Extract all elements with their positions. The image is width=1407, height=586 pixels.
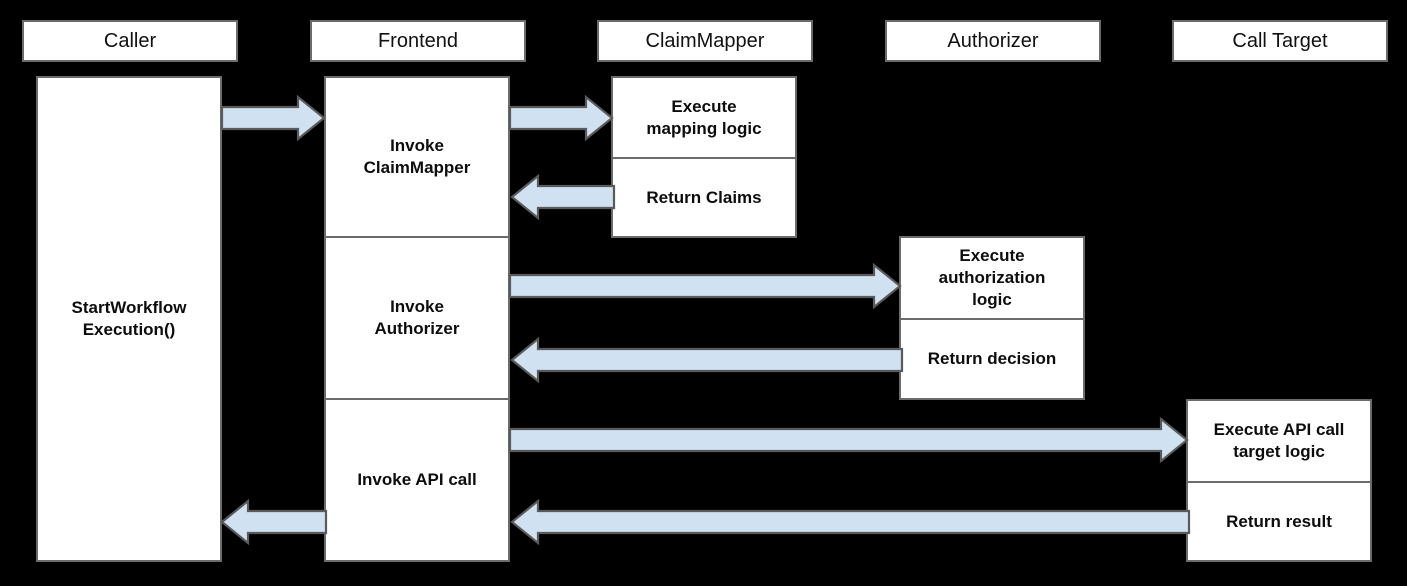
lifeline-header-claimmapper: ClaimMapper bbox=[597, 20, 813, 62]
activation-calltarget-return-result-label: Return result bbox=[1226, 511, 1332, 531]
activation-authorizer-return-decision: Return decision bbox=[901, 318, 1083, 398]
lifeline-header-caller-label: Caller bbox=[103, 29, 157, 52]
lifeline-header-claimmapper-label: ClaimMapper bbox=[645, 29, 765, 52]
lifeline-header-caller: Caller bbox=[22, 20, 238, 62]
lifeline-header-frontend: Frontend bbox=[310, 20, 526, 62]
lifeline-header-calltarget-label: Call Target bbox=[1232, 29, 1328, 52]
activation-calltarget-return-result: Return result bbox=[1188, 481, 1370, 560]
activation-authorizer-return-decision-label: Return decision bbox=[927, 349, 1057, 369]
message-arrow-authorizer-to-frontend bbox=[510, 336, 904, 384]
message-arrow-frontend-to-authorizer bbox=[508, 262, 902, 310]
lifeline-header-calltarget: Call Target bbox=[1172, 20, 1388, 62]
activation-frontend-invoke-api-call-label: Invoke API call bbox=[357, 470, 477, 490]
activation-frontend-invoke-api-call: Invoke API call bbox=[326, 398, 508, 560]
activation-claimmapper-return-claims-label: Return Claims bbox=[646, 187, 762, 207]
lifeline-header-authorizer-label: Authorizer bbox=[947, 29, 1039, 52]
lifeline-header-authorizer: Authorizer bbox=[885, 20, 1101, 62]
message-arrow-calltarget-to-frontend bbox=[510, 498, 1191, 546]
message-arrow-caller-to-frontend bbox=[220, 94, 326, 142]
message-arrow-frontend-to-claimmapper bbox=[508, 94, 614, 142]
message-arrow-claimmapper-to-frontend bbox=[510, 173, 616, 221]
activation-claimmapper-return-claims: Return Claims bbox=[613, 157, 795, 236]
message-arrow-frontend-to-caller bbox=[220, 498, 328, 546]
lifeline-header-frontend-label: Frontend bbox=[377, 29, 459, 52]
message-arrow-frontend-to-calltarget bbox=[508, 416, 1189, 464]
